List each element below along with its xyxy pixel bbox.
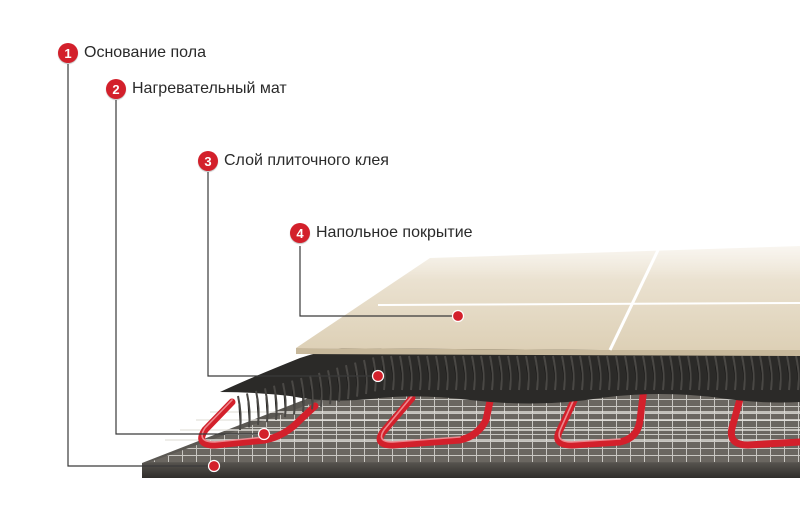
adhesive-rib xyxy=(273,385,278,420)
marker-dots xyxy=(207,309,465,473)
adhesive-rib xyxy=(399,355,404,391)
leader-line-3 xyxy=(207,172,376,377)
tile-adhesive-layer xyxy=(220,346,800,431)
adhesive-rib xyxy=(264,388,269,423)
adhesive-rib xyxy=(255,390,260,425)
adhesive-rib xyxy=(678,355,683,391)
adhesive-rib xyxy=(507,355,512,391)
leader-line-2 xyxy=(115,100,262,435)
adhesive-rib xyxy=(561,355,566,391)
marker-dot-3 xyxy=(371,369,385,383)
layer-label-1: 1 Основание пола xyxy=(58,42,206,64)
leader-line-4 xyxy=(299,246,456,317)
adhesive-rib xyxy=(768,355,773,391)
adhesive-rib xyxy=(327,370,332,405)
adhesive-rib xyxy=(615,355,620,391)
adhesive-rib xyxy=(480,355,485,391)
adhesive-rib xyxy=(732,355,737,391)
adhesive-rib xyxy=(381,355,386,391)
adhesive-rib xyxy=(489,355,494,391)
adhesive-rib xyxy=(696,355,701,391)
adhesive-rib xyxy=(795,355,800,391)
adhesive-rib xyxy=(309,375,314,410)
layer-label-text: Напольное покрытие xyxy=(316,224,473,241)
adhesive-rib xyxy=(435,355,440,391)
adhesive-rib xyxy=(588,355,593,391)
layer-number-badge: 3 xyxy=(198,151,218,171)
layer-label-4: 4 Напольное покрытие xyxy=(290,222,473,244)
adhesive-rib xyxy=(606,355,611,391)
adhesive-rib xyxy=(408,355,413,391)
adhesive-rib xyxy=(723,355,728,391)
adhesive-rib xyxy=(282,382,287,418)
adhesive-rib xyxy=(453,355,458,391)
adhesive-rib xyxy=(246,393,251,428)
adhesive-rib xyxy=(660,355,665,391)
adhesive-rib xyxy=(300,377,305,413)
adhesive-rib xyxy=(570,355,575,391)
adhesive-rib xyxy=(363,359,368,395)
adhesive-rib xyxy=(624,355,629,391)
adhesive-rib xyxy=(471,355,476,391)
layer-label-text: Нагревательный мат xyxy=(132,80,287,97)
layer-number-badge: 2 xyxy=(106,79,126,99)
adhesive-rib xyxy=(714,355,719,391)
adhesive-rib xyxy=(552,355,557,391)
adhesive-rib xyxy=(390,355,395,391)
adhesive-rib xyxy=(498,355,503,391)
adhesive-rib xyxy=(237,395,242,431)
layer-label-text: Основание пола xyxy=(84,44,206,61)
adhesive-rib xyxy=(462,355,467,391)
adhesive-rib xyxy=(426,355,431,391)
adhesive-rib xyxy=(525,355,530,391)
marker-dot-4 xyxy=(451,309,465,323)
leader-lines xyxy=(67,64,456,467)
adhesive-rib xyxy=(777,355,782,391)
adhesive-rib xyxy=(642,355,647,391)
heating-cable-highlight xyxy=(201,389,621,443)
adhesive-rib xyxy=(444,355,449,391)
adhesive-rib xyxy=(786,355,791,391)
adhesive-rib xyxy=(543,355,548,391)
adhesive-rib xyxy=(687,355,692,391)
adhesive-rib xyxy=(579,355,584,391)
layer-label-2: 2 Нагревательный мат xyxy=(106,78,287,100)
leader-line-1 xyxy=(67,64,212,467)
adhesive-rib xyxy=(354,362,359,397)
adhesive-rib xyxy=(516,355,521,391)
layer-number-badge: 1 xyxy=(58,43,78,63)
layer-label-3: 3 Слой плиточного клея xyxy=(198,150,389,172)
adhesive-rib xyxy=(651,355,656,391)
layer-label-text: Слой плиточного клея xyxy=(224,152,389,169)
adhesive-rib xyxy=(759,355,764,391)
adhesive-rib xyxy=(705,355,710,391)
adhesive-rib xyxy=(291,380,296,415)
adhesive-rib xyxy=(345,364,350,400)
marker-dot-2 xyxy=(257,427,271,441)
adhesive-rib xyxy=(669,355,674,391)
adhesive-rib xyxy=(417,355,422,391)
layer-number-badge: 4 xyxy=(290,223,310,243)
marker-dot-1 xyxy=(207,459,221,473)
adhesive-rib xyxy=(750,355,755,391)
adhesive-rib xyxy=(741,355,746,391)
adhesive-rib xyxy=(597,355,602,391)
adhesive-rib xyxy=(633,355,638,391)
adhesive-rib xyxy=(534,355,539,391)
